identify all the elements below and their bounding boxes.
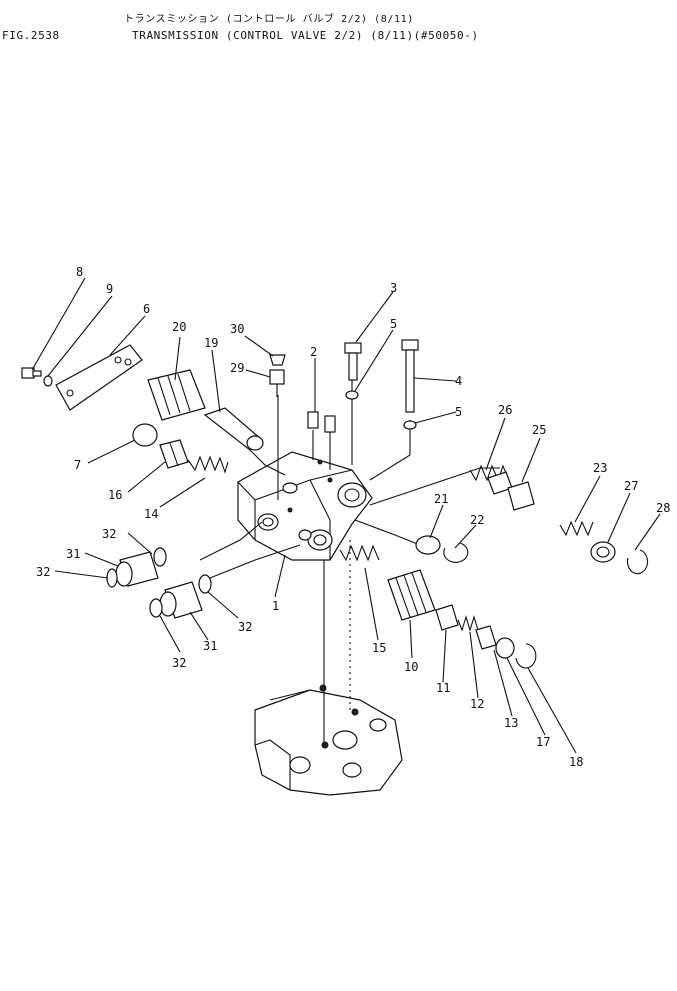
callout-32b: 32	[36, 565, 50, 579]
bolt-part-4	[401, 339, 419, 413]
callout-13: 13	[504, 716, 518, 730]
plug-part-27	[590, 541, 616, 563]
snap-ring-part-18	[515, 643, 537, 669]
plug-part-11	[435, 604, 459, 631]
o-ring-part-32b	[106, 568, 118, 588]
callout-27: 27	[624, 479, 638, 493]
spring-part-15	[339, 544, 380, 562]
fittings-part-2	[307, 411, 336, 433]
callout-12: 12	[470, 697, 484, 711]
piston-part-13	[475, 625, 497, 650]
callout-1: 1	[272, 599, 279, 613]
callout-30: 30	[230, 322, 244, 336]
callout-32a: 32	[102, 527, 116, 541]
bolt-part-3	[344, 342, 362, 381]
leader-lines	[31, 277, 661, 754]
callout-4: 4	[455, 374, 462, 388]
plug-part-30	[269, 354, 286, 366]
callout-11: 11	[436, 681, 450, 695]
callout-7: 7	[74, 458, 81, 472]
callout-10: 10	[404, 660, 418, 674]
o-ring-part-32c	[198, 574, 212, 594]
callout-3: 3	[390, 281, 397, 295]
figure-number: FIG.2538	[2, 29, 60, 42]
callout-21: 21	[434, 492, 448, 506]
spring-part-23	[559, 520, 594, 537]
callout-32d: 32	[172, 656, 186, 670]
washer-part-9	[43, 375, 53, 387]
o-ring-part-32a	[153, 547, 167, 567]
callout-5b: 5	[455, 405, 462, 419]
callout-14: 14	[144, 507, 158, 521]
spring-part-12	[457, 615, 479, 632]
sleeve-part-31a	[115, 551, 159, 587]
callout-28: 28	[656, 501, 670, 515]
callout-22: 22	[470, 513, 484, 527]
spool-part-20	[147, 369, 206, 421]
callout-16: 16	[108, 488, 122, 502]
callout-26: 26	[498, 403, 512, 417]
callout-2: 2	[310, 345, 317, 359]
valve-body-part-1	[237, 451, 373, 561]
valve-part-19	[203, 407, 264, 451]
callout-17: 17	[536, 735, 550, 749]
spring-part-14	[187, 455, 229, 474]
plug-part-21	[415, 535, 441, 555]
title-english: TRANSMISSION (CONTROL VALVE 2/2) (8/11)(…	[132, 29, 479, 42]
callout-20: 20	[172, 320, 186, 334]
callout-18: 18	[569, 755, 583, 769]
spool-part-10	[387, 569, 436, 621]
callout-6: 6	[143, 302, 150, 316]
callout-29: 29	[230, 361, 244, 375]
o-ring-part-32d	[149, 598, 163, 618]
cover-plate-part-6	[55, 344, 143, 411]
callout-25: 25	[532, 423, 546, 437]
callout-5a: 5	[390, 317, 397, 331]
callout-31b: 31	[203, 639, 217, 653]
snap-ring-part-28	[627, 549, 649, 575]
callout-8: 8	[76, 265, 83, 279]
spring-part-26	[469, 464, 513, 495]
sleeve-part-25	[507, 481, 535, 511]
callout-23: 23	[593, 461, 607, 475]
plug-part-16	[159, 439, 189, 469]
fitting-part-29	[269, 369, 285, 397]
callout-32c: 32	[238, 620, 252, 634]
callout-31a: 31	[66, 547, 80, 561]
callout-15: 15	[372, 641, 386, 655]
sleeve-part-31b	[159, 581, 203, 619]
title-japanese: トランスミッション (コントロール バルブ 2/2) (8/11)	[124, 14, 414, 25]
plug-part-17	[495, 637, 515, 659]
washer-part-5b	[403, 420, 417, 430]
lower-housing	[254, 684, 403, 796]
o-ring-part-7	[132, 423, 158, 447]
callout-9: 9	[106, 282, 113, 296]
washer-part-5a	[345, 390, 359, 400]
snap-ring-part-22	[443, 542, 469, 563]
bolt-part-8	[21, 367, 42, 379]
callout-19: 19	[204, 336, 218, 350]
callout-numbers: 8 9 6 20 19 30 29 2 3 5 4 5 26 25 23 27 …	[36, 265, 670, 769]
